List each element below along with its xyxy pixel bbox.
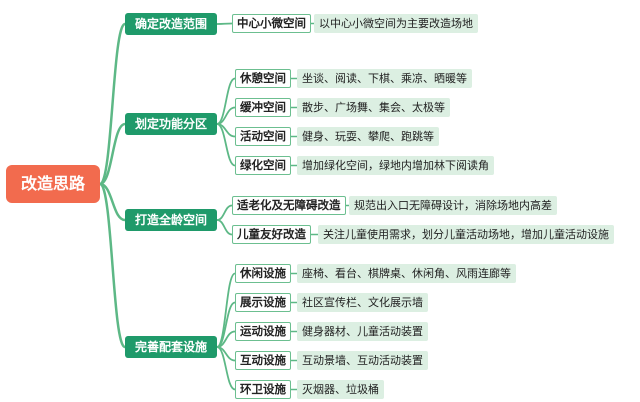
branch-facilities: 完善配套设施 [125, 336, 217, 358]
item-center-micro-space: 中心小微空间 [232, 14, 311, 33]
detail-child-friendly: 关注儿童使用需求，划分儿童活动场地，增加儿童活动设施 [318, 225, 614, 244]
item-green-space: 绿化空间 [235, 156, 291, 175]
connector-root-branch [98, 22, 127, 186]
item-sports-facilities: 运动设施 [235, 322, 291, 341]
connector-branch-item [216, 219, 233, 236]
connector-branch-item [216, 346, 236, 391]
item-activity-space: 活动空间 [235, 127, 291, 146]
connector-branch-item [216, 272, 236, 348]
item-rest-space: 休憩空间 [235, 69, 291, 88]
detail-interactive-facilities: 互动景墙、互动活动装置 [297, 351, 428, 370]
detail-elderly-barrier-free: 规范出入口无障碍设计，消除场地内高差 [349, 196, 557, 215]
item-elderly-barrier-free: 适老化及无障碍改造 [232, 196, 346, 215]
detail-rest-space: 坐谈、阅读、下棋、乘凉、晒暖等 [297, 69, 472, 88]
detail-leisure-facilities: 座椅、看台、棋牌桌、休闲角、风雨连廊等 [297, 264, 516, 283]
item-display-facilities: 展示设施 [235, 293, 291, 312]
connector-root-branch [99, 122, 126, 186]
connector-branch-item [216, 22, 233, 25]
root-node: 改造思路 [6, 165, 100, 203]
item-interactive-facilities: 互动设施 [235, 351, 291, 370]
connector-branch-item [216, 204, 233, 221]
detail-display-facilities: 社区宣传栏、文化展示墙 [297, 293, 428, 312]
detail-green-space: 增加绿化空间，绿地内增加林下阅读角 [297, 156, 494, 175]
detail-activity-space: 健身、玩耍、攀爬、跑跳等 [297, 127, 439, 146]
branch-zoning: 划定功能分区 [125, 113, 217, 135]
item-sanitation-facilities: 环卫设施 [235, 380, 291, 399]
branch-scope: 确定改造范围 [125, 13, 217, 35]
item-buffer-space: 缓冲空间 [235, 98, 291, 117]
connector-branch-item [216, 123, 236, 167]
detail-center-micro-space: 以中心小微空间为主要改造场地 [314, 14, 478, 33]
connector-root-branch [98, 182, 127, 349]
detail-sanitation-facilities: 灭烟器、垃圾桶 [297, 380, 384, 399]
item-child-friendly: 儿童友好改造 [232, 225, 311, 244]
detail-sports-facilities: 健身器材、儿童活动装置 [297, 322, 428, 341]
detail-buffer-space: 散步、广场舞、集会、太极等 [297, 98, 450, 117]
item-leisure-facilities: 休闲设施 [235, 264, 291, 283]
branch-all-age: 打造全龄空间 [125, 209, 217, 231]
